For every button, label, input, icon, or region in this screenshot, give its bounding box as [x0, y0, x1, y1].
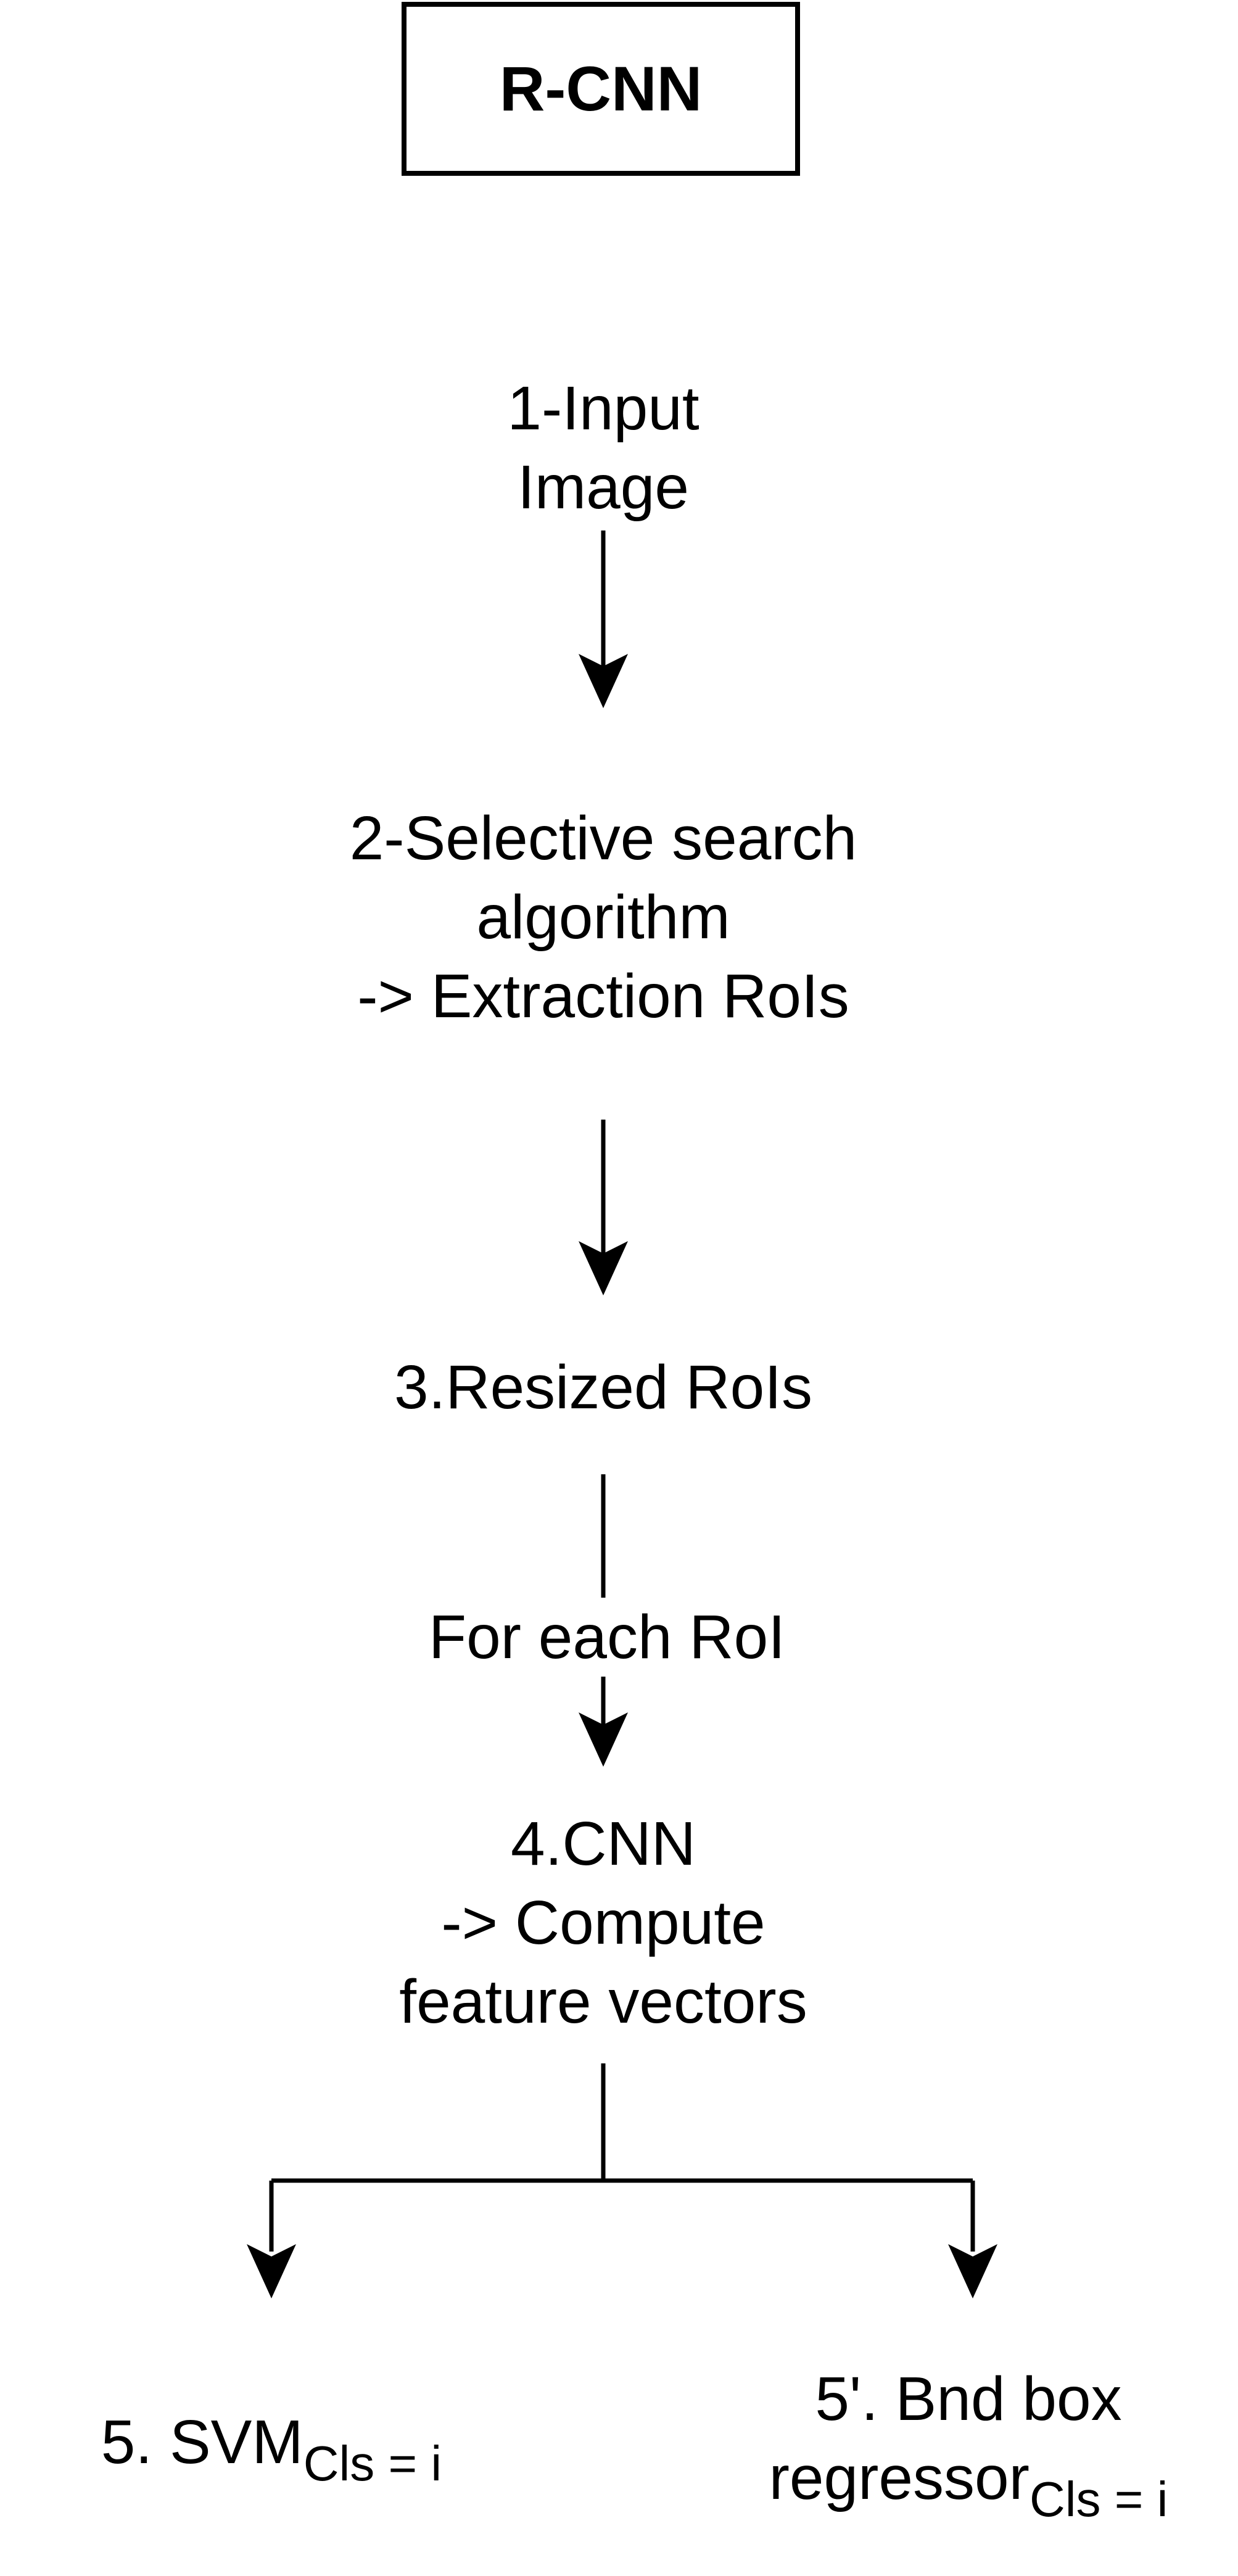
svm-label: 5. SVM — [101, 2408, 303, 2477]
edge-label-for-each-roi: For each RoI — [357, 1598, 857, 1677]
arrowhead-2 — [579, 1241, 628, 1295]
step-resized-line-1: 3.Resized RoIs — [394, 1353, 813, 1422]
bbox-regressor-label: regressor — [769, 2443, 1030, 2512]
arrowhead-3 — [579, 1712, 628, 1767]
step-cnn-line-3: feature vectors — [399, 1967, 807, 2036]
step-bbox-line-1: 5'. Bnd box — [815, 2364, 1122, 2434]
step-bbox-line-2: regressorCls = i — [716, 2438, 1221, 2524]
step-cnn: 4.CNN -> Compute feature vectors — [295, 1804, 912, 2041]
step-search-line-2: algorithm — [476, 883, 730, 952]
arrowhead-right — [948, 2244, 997, 2298]
step-search-line-3: -> Extraction RoIs — [357, 962, 849, 1031]
step-input-line-1: 1-Input — [507, 374, 699, 443]
diagram-title: R-CNN — [402, 2, 800, 176]
step-svm: 5. SVMCls = i — [37, 2403, 506, 2488]
arrowhead-1 — [579, 654, 628, 708]
step-selective-search: 2-Selective search algorithm -> Extracti… — [264, 799, 943, 1036]
bbox-subscript: Cls = i — [1029, 2472, 1168, 2527]
step-search-line-1: 2-Selective search — [349, 804, 857, 873]
svm-subscript: Cls = i — [303, 2436, 442, 2491]
step-resized-rois: 3.Resized RoIs — [295, 1348, 912, 1427]
step-cnn-line-2: -> Compute — [441, 1888, 765, 1957]
arrowhead-left — [247, 2244, 296, 2298]
step-input-image: 1-Input Image — [418, 369, 788, 527]
step-cnn-line-1: 4.CNN — [510, 1809, 696, 1878]
step-bbox-regressor: 5'. Bnd box regressorCls = i — [716, 2359, 1221, 2524]
step-input-line-2: Image — [518, 453, 689, 522]
step-svm-line: 5. SVMCls = i — [37, 2403, 506, 2488]
